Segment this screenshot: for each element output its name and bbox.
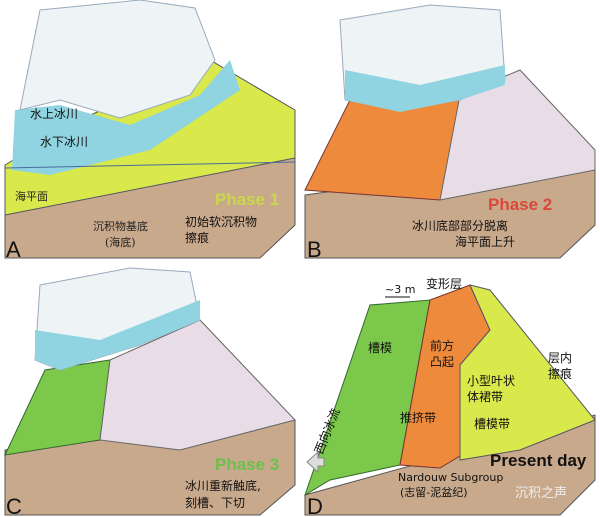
striated-surface (99, 319, 296, 451)
caption: 刻槽、下切 (185, 496, 245, 510)
label-substrate: 沉积物基底 (93, 219, 148, 233)
panel-letter: B (307, 237, 322, 262)
label-ice-below: 水下冰川 (40, 135, 88, 149)
phase-label: Phase 3 (215, 455, 279, 474)
caption: 冰川重新触底, (185, 478, 261, 493)
phase-label: Phase 2 (488, 195, 552, 214)
label-push-zone: 推挤带 (400, 410, 436, 425)
subaqueous-ice (12, 60, 240, 175)
label-lobe: 体裙带 (467, 390, 503, 404)
panel-b: Phase 2 冰川底部部分脱离 海平面上升 B (304, 4, 596, 262)
phase-label: Phase 1 (215, 190, 279, 209)
sea-level-line (4, 161, 296, 169)
watermark: 沉积之声 (515, 486, 567, 501)
panel-letter: A (6, 237, 21, 262)
panel-c: Phase 3 冰川重新触底, 刻槽、下切 C (4, 267, 296, 517)
label-groove-zone: 槽模带 (474, 417, 510, 431)
present-day-title: Present day (490, 451, 587, 470)
striated-surface (439, 69, 596, 201)
label-unit: Nardouw Subgroup (398, 471, 503, 484)
label-groove-cast: 槽模 (368, 341, 392, 355)
ice-block (19, 0, 216, 119)
label-front: 凸起 (430, 355, 454, 369)
caption: 冰川底部部分脱离 (412, 218, 508, 233)
panel-letter: D (307, 494, 323, 517)
groove-zone-yellow (459, 284, 596, 461)
label-intra-striation: 擦痕 (548, 366, 572, 381)
caption: 海平面上升 (455, 234, 515, 249)
label-unit-age: (志留-泥盆纪) (400, 485, 468, 499)
label-front: 前方 (430, 338, 454, 353)
label-substrate-note: (海底) (105, 235, 136, 249)
ice-underside (345, 65, 505, 112)
label-ice-above: 水上冰川 (30, 107, 78, 121)
panel-d: ~3 m 变形层 槽模 前方 凸起 推挤带 小型叶状 体裙带 槽模带 层内 擦痕… (304, 276, 596, 517)
grooved-green (4, 359, 111, 456)
panel-letter: C (6, 494, 22, 517)
caption: 初始软沉积物 (185, 215, 257, 229)
label-lobe: 小型叶状 (467, 374, 515, 388)
ice-flow-arrow-icon (306, 450, 325, 474)
label-sea-level: 海平面 (15, 189, 48, 203)
ice-underside (35, 300, 200, 370)
panel-a: 水上冰川 水下冰川 海平面 沉积物基底 (海底) Phase 1 初始软沉积物 … (4, 0, 296, 262)
label-intra-striation: 层内 (548, 351, 572, 365)
scale-label: ~3 m (385, 283, 415, 296)
label-deformed-layer: 变形层 (426, 276, 462, 291)
caption: 擦痕 (185, 230, 209, 245)
